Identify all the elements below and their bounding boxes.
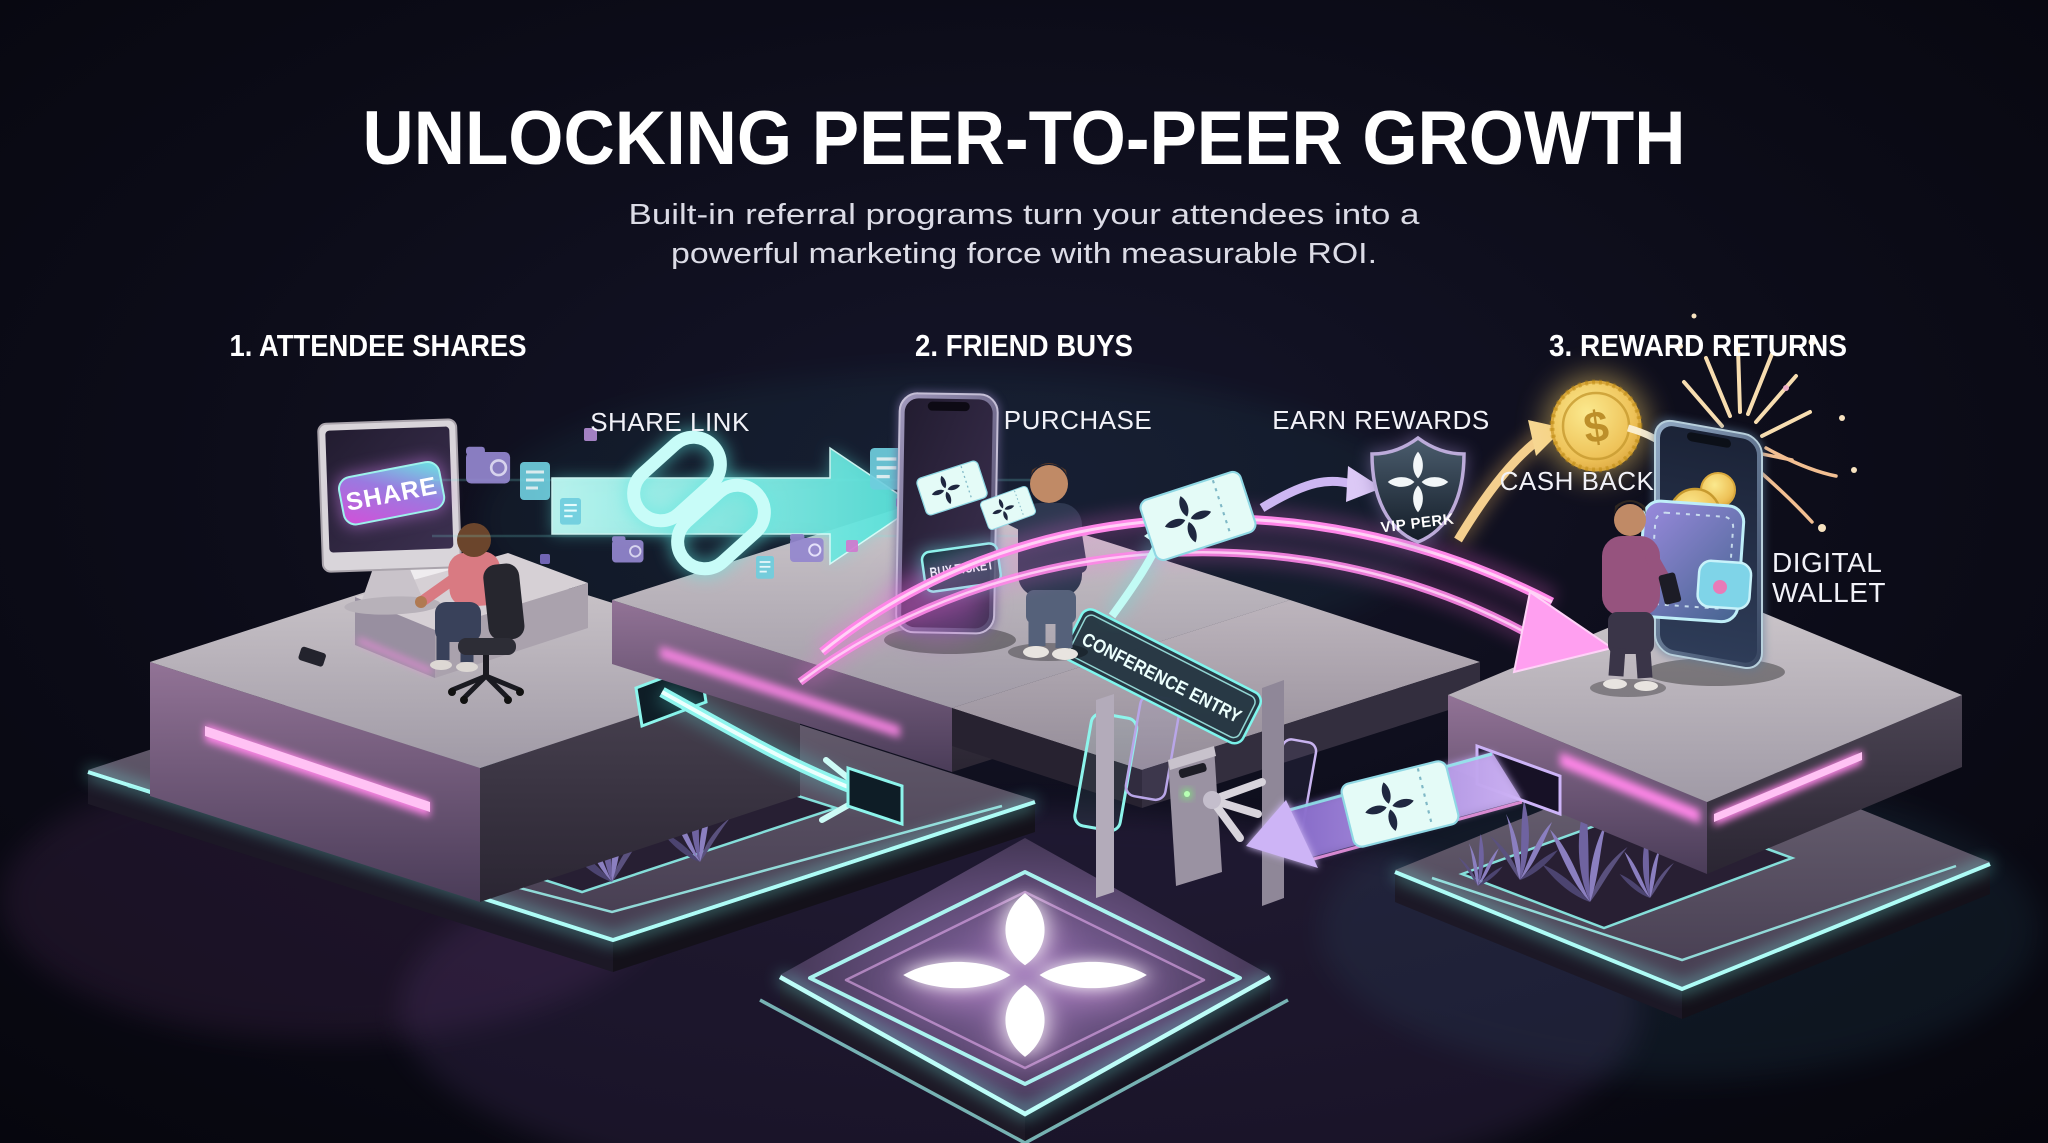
share-link-annotation: SHARE LINK: [590, 407, 750, 437]
document-icon: [755, 555, 775, 580]
earn-rewards-arrow: [1259, 466, 1382, 512]
person-head: [1030, 465, 1068, 503]
reward-station: [1590, 313, 1857, 697]
phone-notch: [927, 401, 970, 412]
document-icon: [558, 496, 583, 526]
chain-link-icon: [624, 428, 774, 578]
page-subtitle-line1: Built-in referral programs turn your att…: [629, 199, 1421, 231]
desk-neon-edge: [357, 638, 433, 674]
person-rewarded: [1590, 500, 1682, 697]
step-2-label: 2. FRIEND BUYS: [915, 328, 1133, 363]
gate-post: [1096, 694, 1114, 898]
digital-wallet-annotation-line2: WALLET: [1772, 577, 1886, 608]
monitor-stand: [360, 566, 425, 605]
pixel-square: [540, 554, 550, 564]
pixel-square: [846, 540, 858, 552]
workstation: SHARE: [298, 418, 588, 704]
arc-arrowhead-icon: [1512, 590, 1615, 674]
office-chair: [448, 563, 525, 704]
arrowhead-icon: [1346, 466, 1382, 502]
conference-gate: CONFERENCE ENTRY: [1062, 608, 1318, 906]
digital-wallet-annotation-line1: DIGITAL: [1772, 547, 1882, 578]
path-arrowhead-icon: [1246, 800, 1318, 868]
phone-on-desk-icon: [298, 646, 326, 667]
reward-flow: VIP PERK $: [793, 374, 1710, 691]
handheld-phone-icon: [1658, 572, 1682, 605]
person-head: [1614, 504, 1646, 536]
person-head: [457, 523, 491, 557]
step-1-label: 1. ATTENDEE SHARES: [230, 328, 527, 363]
pink-neon-strip: [1560, 752, 1700, 824]
page-subtitle-line2: powerful marketing force with measurable…: [671, 238, 1377, 270]
phone-notch: [1687, 432, 1731, 448]
coin-icon: $: [1544, 374, 1648, 478]
cash-back-annotation: CASH BACK: [1500, 466, 1655, 496]
step-3-label: 3. REWARD RETURNS: [1549, 328, 1847, 363]
gate-post: [1262, 680, 1284, 906]
earn-rewards-annotation: EARN REWARDS: [1272, 405, 1489, 435]
share-link-arrow: [432, 428, 1052, 580]
monitor: SHARE: [317, 418, 462, 615]
text-layer: UNLOCKING PEER-TO-PEER GROWTH Built-in r…: [230, 96, 1886, 608]
document-icon: [518, 460, 552, 502]
purchase-annotation: PURCHASE: [1004, 405, 1152, 435]
folder-icon: [788, 532, 825, 564]
folder-icon: [611, 535, 645, 564]
share-button: SHARE: [335, 458, 448, 528]
page-title: UNLOCKING PEER-TO-PEER GROWTH: [363, 96, 1686, 181]
vip-perk-shield: VIP PERK: [1369, 434, 1467, 546]
ticket-return-path: [1246, 752, 1523, 868]
tube-slot: [846, 765, 904, 827]
brand-tile: [759, 838, 1289, 1143]
pixel-square: [584, 428, 597, 441]
turnstile: [1168, 746, 1266, 886]
pink-neon-strip: [660, 646, 900, 738]
wallet-button: [1713, 580, 1727, 594]
share-flow-tube: [656, 681, 871, 823]
folder-icon: [464, 445, 512, 485]
person-torso: [1602, 536, 1660, 616]
